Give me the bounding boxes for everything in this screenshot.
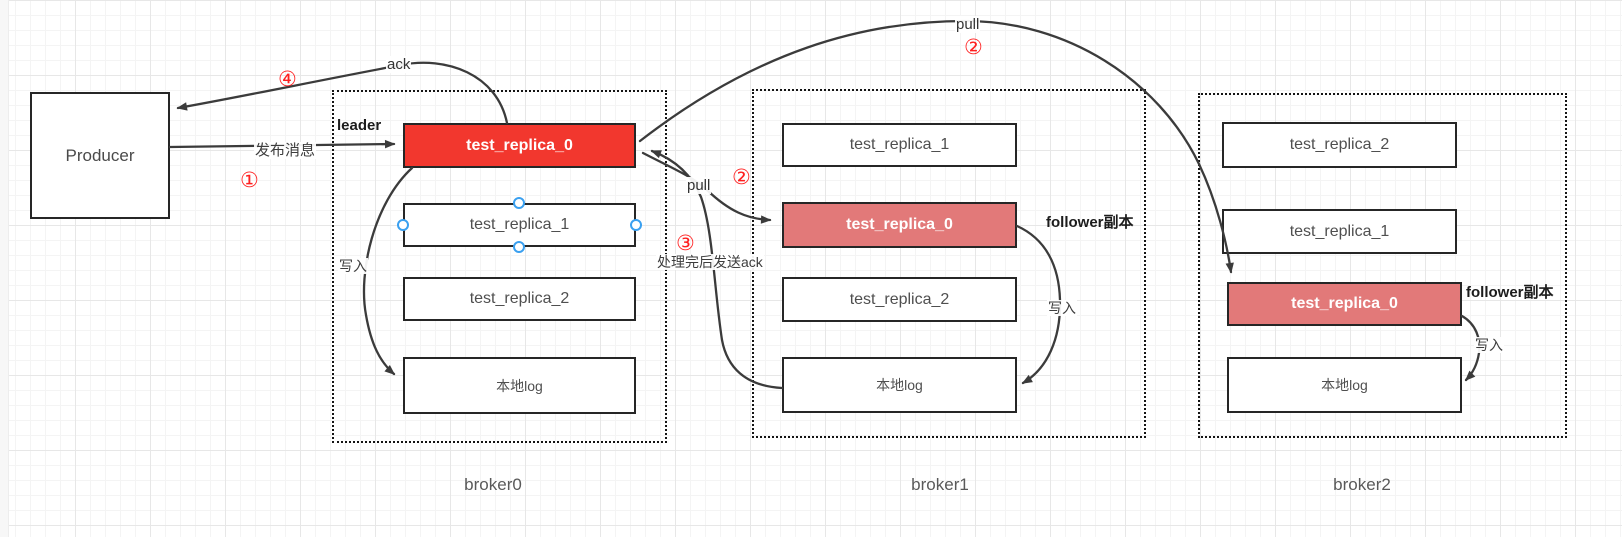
step2-broker2-circled-number: ② bbox=[964, 35, 983, 59]
arrow-pull-leader-to-broker2-follower[interactable] bbox=[638, 19, 1234, 274]
broker0-replica2-box[interactable]: test_replica_2 bbox=[403, 277, 636, 321]
broker0-name-label[interactable]: broker0 bbox=[464, 475, 522, 494]
replica-label: test_replica_1 bbox=[1289, 222, 1390, 240]
broker1-follower-role-label[interactable]: follower副本 bbox=[1046, 214, 1134, 231]
replica-label: test_replica_2 bbox=[849, 290, 950, 308]
replica-label: test_replica_1 bbox=[469, 216, 570, 233]
write-broker1-label[interactable]: 写入 bbox=[1047, 300, 1077, 317]
broker0-leader-replica-box[interactable]: test_replica_0 bbox=[403, 123, 636, 168]
replica-label: test_replica_2 bbox=[1289, 136, 1390, 153]
replica-label: test_replica_2 bbox=[469, 290, 570, 307]
broker1-local-log-box[interactable]: 本地log bbox=[782, 357, 1017, 413]
step4-circled-number: ④ bbox=[278, 67, 297, 91]
leader-role-label[interactable]: leader bbox=[337, 117, 382, 134]
broker2-local-log-box[interactable]: 本地log bbox=[1227, 357, 1462, 413]
selection-handle-right[interactable] bbox=[630, 219, 642, 231]
local-log-label: 本地log bbox=[1321, 377, 1368, 393]
broker1-name-label[interactable]: broker1 bbox=[911, 475, 969, 494]
write-broker0-label[interactable]: 写入 bbox=[338, 258, 368, 275]
ack-label[interactable]: ack bbox=[386, 56, 412, 74]
local-log-label: 本地log bbox=[496, 377, 543, 394]
step2-broker1-circled-number: ② bbox=[732, 165, 751, 189]
replica-label: test_replica_1 bbox=[849, 136, 950, 153]
broker2-follower-replica-box[interactable]: test_replica_0 bbox=[1227, 282, 1462, 326]
selection-handle-left[interactable] bbox=[397, 219, 409, 231]
selection-handle-top[interactable] bbox=[513, 197, 525, 209]
broker2-replica1-box[interactable]: test_replica_1 bbox=[1222, 209, 1457, 254]
replica-label: test_replica_0 bbox=[466, 136, 573, 154]
step3-circled-number: ③ bbox=[676, 231, 695, 255]
replica-label: test_replica_0 bbox=[846, 216, 953, 233]
broker2-name-label[interactable]: broker2 bbox=[1333, 475, 1391, 494]
pull-broker1-label[interactable]: pull bbox=[686, 177, 712, 195]
canvas-edge bbox=[0, 0, 9, 537]
selection-handle-bottom[interactable] bbox=[513, 241, 525, 253]
step1-circled-number: ① bbox=[240, 168, 259, 192]
broker2-container[interactable] bbox=[1198, 93, 1567, 438]
write-broker2-label[interactable]: 写入 bbox=[1474, 337, 1504, 354]
broker0-local-log-box[interactable]: 本地log bbox=[403, 357, 636, 414]
broker2-replica2-box[interactable]: test_replica_2 bbox=[1222, 122, 1457, 168]
arrow-write-broker0-to-log[interactable] bbox=[362, 166, 414, 376]
producer-box[interactable]: Producer bbox=[30, 92, 170, 219]
publish-message-label[interactable]: 发布消息 bbox=[254, 142, 317, 160]
pull-broker2-label[interactable]: pull bbox=[955, 16, 981, 34]
broker1-follower-replica-box[interactable]: test_replica_0 bbox=[782, 202, 1017, 248]
local-log-label: 本地log bbox=[876, 377, 923, 393]
broker2-follower-role-label[interactable]: follower副本 bbox=[1466, 284, 1554, 301]
broker1-replica1-box[interactable]: test_replica_1 bbox=[782, 123, 1017, 167]
broker1-replica2-box[interactable]: test_replica_2 bbox=[782, 277, 1017, 322]
replica-label: test_replica_0 bbox=[1291, 295, 1398, 312]
producer-label: Producer bbox=[65, 145, 135, 165]
processed-ack-label[interactable]: 处理完后发送ack bbox=[656, 254, 764, 271]
